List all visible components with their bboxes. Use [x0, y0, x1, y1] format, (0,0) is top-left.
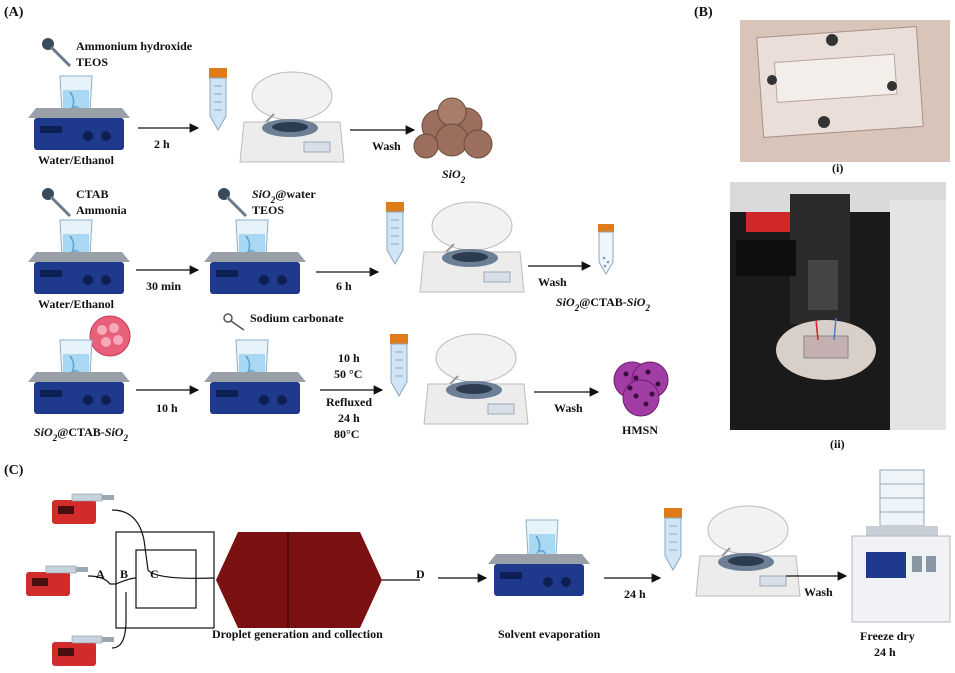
- step-4-wash: Wash: [804, 585, 833, 599]
- stirrer-icon: [204, 252, 306, 294]
- row2-time-2: 6 h: [336, 279, 352, 293]
- row1-wash: Wash: [372, 139, 401, 153]
- row2-time-1: 30 min: [146, 279, 181, 293]
- row3-reagent: Sodium carbonate: [250, 311, 344, 325]
- panel-b-label-i: (i): [832, 161, 843, 175]
- row1-solvent: Water/Ethanol: [38, 153, 115, 167]
- tube-icon: [389, 333, 409, 397]
- tube-icon: [385, 201, 405, 265]
- dropper-icon: [40, 186, 72, 218]
- point-a-label: A: [96, 567, 105, 581]
- row1-reagent-2: TEOS: [76, 55, 108, 69]
- panel-label-a: (A): [4, 5, 24, 20]
- stirrer-icon: [28, 108, 130, 150]
- freeze-dryer-icon: [851, 469, 951, 623]
- micelle-inset-icon: [79, 315, 131, 357]
- tube-icon: [663, 507, 683, 571]
- stirrer-icon: [28, 372, 130, 414]
- row3-cond-5: 80°C: [334, 427, 359, 441]
- step-3-time: 24 h: [624, 587, 646, 601]
- tube-with-particles-icon: [598, 224, 614, 275]
- stirrer-icon: [28, 252, 130, 294]
- inner-capillary: [135, 549, 197, 609]
- row3-cond-1: 10 h: [338, 351, 360, 365]
- step-1-label: Droplet generation and collection: [212, 627, 383, 641]
- dropper-icon: [216, 186, 248, 218]
- final-step-time: 24 h: [874, 645, 896, 659]
- syringe-pump-icon: [25, 565, 89, 597]
- microfluidic-chip-photo: [740, 20, 950, 162]
- row2-solvent: Water/Ethanol: [38, 297, 115, 311]
- spatula-icon: [223, 313, 245, 331]
- row3-cond-4: 24 h: [338, 411, 360, 425]
- final-step-label: Freeze dry: [860, 629, 915, 643]
- point-c-label: C: [150, 567, 159, 581]
- stirrer-icon: [488, 554, 590, 596]
- microscope-setup-photo: [730, 182, 946, 430]
- outer-capillary: [115, 531, 215, 629]
- hmsn-particles-icon: [613, 361, 669, 417]
- row3-beaker-label: SiO2@CTAB-SiO2: [34, 425, 128, 443]
- panel-b-label-ii: (ii): [830, 437, 845, 451]
- dropper-icon: [40, 36, 72, 68]
- tubing: [87, 575, 137, 585]
- point-b-label: B: [120, 567, 128, 581]
- row2-reagent-2: Ammonia: [76, 203, 127, 217]
- panel-label-b: (B): [694, 5, 713, 20]
- row3-cond-2: 50 °C: [334, 367, 362, 381]
- row1-product: SiO2: [442, 167, 466, 185]
- centrifuge-icon: [695, 505, 801, 597]
- centrifuge-icon: [423, 333, 529, 425]
- row2-reagent-3: SiO2@water: [252, 187, 316, 205]
- row3-cond-3: Refluxed: [326, 395, 372, 409]
- point-d-label: D: [416, 567, 425, 581]
- droplet-chip: [216, 532, 382, 628]
- syringe-pump-icon: [51, 635, 115, 667]
- row3-product: HMSN: [622, 423, 658, 437]
- row2-reagent-4: TEOS: [252, 203, 284, 217]
- row1-reagent-1: Ammonium hydroxide: [76, 39, 193, 53]
- tubing: [111, 509, 215, 579]
- step-2-label: Solvent evaporation: [498, 627, 601, 641]
- row2-reagent-1: CTAB: [76, 187, 108, 201]
- stirrer-icon: [204, 372, 306, 414]
- row1-time: 2 h: [154, 137, 170, 151]
- panel-label-c: (C): [4, 463, 24, 478]
- tubing: [111, 592, 127, 649]
- row2-product: SiO2@CTAB-SiO2: [556, 295, 650, 313]
- tube-icon: [208, 67, 228, 131]
- row3-time-1: 10 h: [156, 401, 178, 415]
- centrifuge-icon: [239, 71, 345, 163]
- silica-nanoparticles-icon: [413, 97, 493, 159]
- centrifuge-icon: [419, 201, 525, 293]
- syringe-pump-icon: [51, 493, 115, 525]
- row3-wash: Wash: [554, 401, 583, 415]
- row2-wash: Wash: [538, 275, 567, 289]
